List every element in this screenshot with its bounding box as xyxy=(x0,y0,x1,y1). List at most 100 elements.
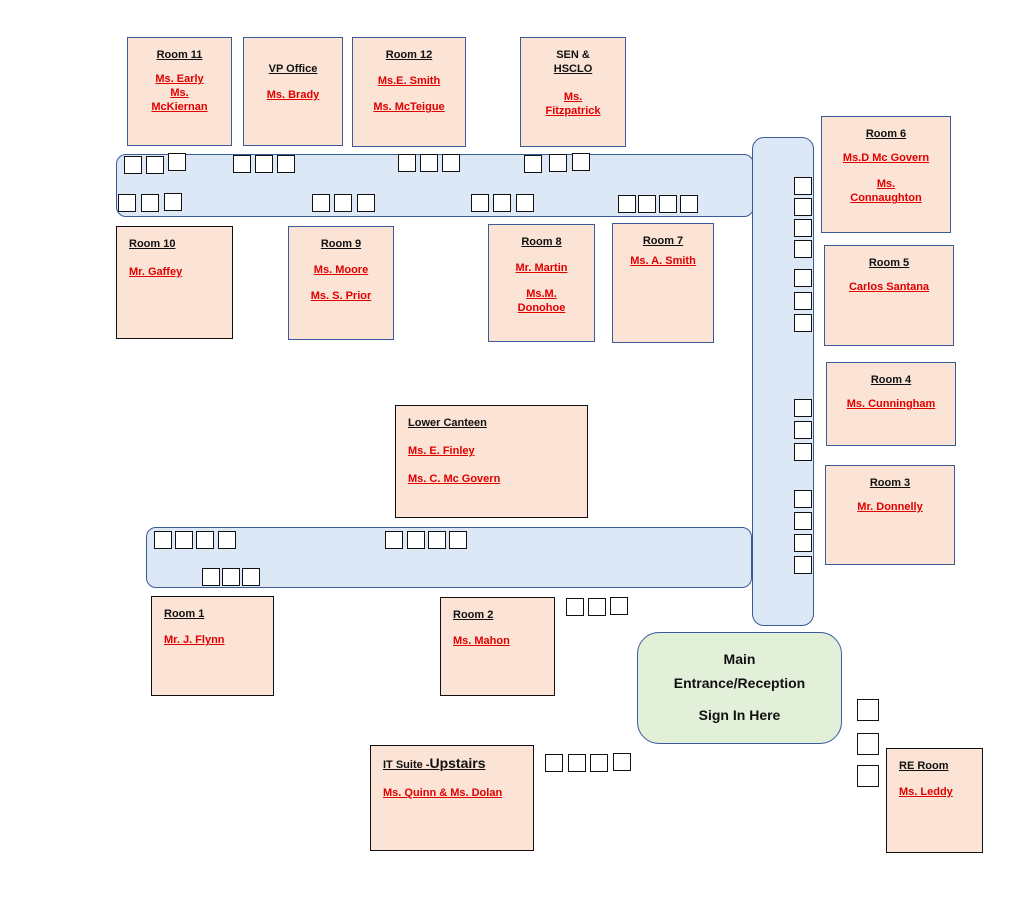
locker xyxy=(202,568,220,586)
room-11: Room 11 Ms. Early Ms. McKiernan xyxy=(127,37,232,146)
locker xyxy=(218,531,236,549)
locker xyxy=(545,754,563,772)
entrance-label: Main xyxy=(723,651,756,667)
locker xyxy=(385,531,403,549)
staff-name: Ms.M. xyxy=(526,288,557,300)
locker xyxy=(255,155,273,173)
room-title: SEN & xyxy=(556,49,590,61)
room-title: Room 11 xyxy=(156,49,203,61)
room-title: Room 12 xyxy=(385,49,433,61)
room-title: Room 10 xyxy=(129,238,176,250)
room-title: Room 5 xyxy=(868,257,910,269)
locker xyxy=(610,597,628,615)
staff-name: Connaughton xyxy=(850,192,922,204)
room-title: Room 6 xyxy=(865,128,907,140)
locker xyxy=(168,153,186,171)
staff-name: Ms.E. Smith xyxy=(377,75,441,87)
locker xyxy=(568,754,586,772)
locker xyxy=(124,156,142,174)
locker xyxy=(164,193,182,211)
locker xyxy=(857,765,879,787)
re-room: RE Room Ms. Leddy xyxy=(886,748,983,853)
entrance-label: Sign In Here xyxy=(698,707,781,723)
entrance-label: Entrance/Reception xyxy=(673,675,806,691)
room-title: Room 7 xyxy=(642,235,684,247)
room-title: Room 8 xyxy=(521,236,562,248)
room-title: IT Suite -Upstairs xyxy=(383,755,486,771)
locker xyxy=(154,531,172,549)
room-title: Room 2 xyxy=(453,609,494,621)
locker xyxy=(277,155,295,173)
locker xyxy=(794,219,812,237)
locker xyxy=(566,598,584,616)
locker xyxy=(857,733,879,755)
staff-name: Mr. Martin xyxy=(515,262,568,274)
locker xyxy=(175,531,193,549)
staff-name: Ms. C. Mc Govern xyxy=(408,473,501,485)
staff-name: Mr. Donnelly xyxy=(857,501,923,513)
locker xyxy=(618,195,636,213)
locker xyxy=(794,534,812,552)
room-title: HSCLO xyxy=(553,63,593,75)
locker xyxy=(590,754,608,772)
locker xyxy=(857,699,879,721)
locker xyxy=(516,194,534,212)
locker xyxy=(312,194,330,212)
locker xyxy=(794,292,812,310)
locker xyxy=(233,155,251,173)
main-entrance-reception: Main Entrance/Reception Sign In Here xyxy=(637,632,842,744)
room-title: Room 1 xyxy=(164,608,205,620)
locker xyxy=(794,490,812,508)
staff-name: Ms. xyxy=(876,178,896,190)
staff-name: Ms. E. Finley xyxy=(408,445,475,457)
room-title: RE Room xyxy=(899,760,949,772)
sen-hsclo-office: SEN & HSCLO Ms. Fitzpatrick xyxy=(520,37,626,147)
room-title: Room 9 xyxy=(320,238,362,250)
staff-name: Ms.D Mc Govern xyxy=(842,152,930,164)
locker xyxy=(794,421,812,439)
locker xyxy=(493,194,511,212)
locker xyxy=(471,194,489,212)
room-title: Room 3 xyxy=(869,477,911,489)
staff-name: Ms. Leddy xyxy=(899,786,953,798)
locker xyxy=(242,568,260,586)
room-title: Room 4 xyxy=(870,374,912,386)
room-title: Lower Canteen xyxy=(408,417,487,429)
staff-name: Ms. Early xyxy=(155,73,204,85)
locker xyxy=(659,195,677,213)
room-12: Room 12 Ms.E. Smith Ms. McTeigue xyxy=(352,37,466,147)
locker xyxy=(118,194,136,212)
locker xyxy=(420,154,438,172)
room-title: VP Office xyxy=(268,63,318,75)
locker xyxy=(794,443,812,461)
lower-canteen: Lower Canteen Ms. E. Finley Ms. C. Mc Go… xyxy=(395,405,588,518)
locker xyxy=(449,531,467,549)
staff-name: Ms. xyxy=(563,91,583,103)
staff-name: Carlos Santana xyxy=(848,281,930,293)
locker xyxy=(572,153,590,171)
locker xyxy=(428,531,446,549)
room-4: Room 4 Ms. Cunningham xyxy=(826,362,956,446)
staff-name: Ms. S. Prior xyxy=(310,290,372,302)
staff-name: Mr. Gaffey xyxy=(129,266,183,278)
staff-name: Fitzpatrick xyxy=(545,105,601,117)
locker xyxy=(638,195,656,213)
staff-name: Ms. A. Smith xyxy=(630,255,696,267)
locker xyxy=(794,314,812,332)
staff-name: McKiernan xyxy=(151,101,208,113)
staff-name: Ms. Cunningham xyxy=(846,398,936,410)
locker xyxy=(794,399,812,417)
room-2: Room 2 Ms. Mahon xyxy=(440,597,555,696)
vp-office: VP Office Ms. Brady xyxy=(243,37,343,146)
locker xyxy=(588,598,606,616)
locker xyxy=(524,155,542,173)
locker xyxy=(357,194,375,212)
staff-name: Ms. Brady xyxy=(266,89,320,101)
locker xyxy=(407,531,425,549)
it-suite: IT Suite -Upstairs Ms. Quinn & Ms. Dolan xyxy=(370,745,534,851)
locker xyxy=(613,753,631,771)
staff-name: Ms. Mahon xyxy=(453,635,510,647)
locker xyxy=(442,154,460,172)
locker xyxy=(141,194,159,212)
staff-name: Ms. xyxy=(170,87,189,99)
